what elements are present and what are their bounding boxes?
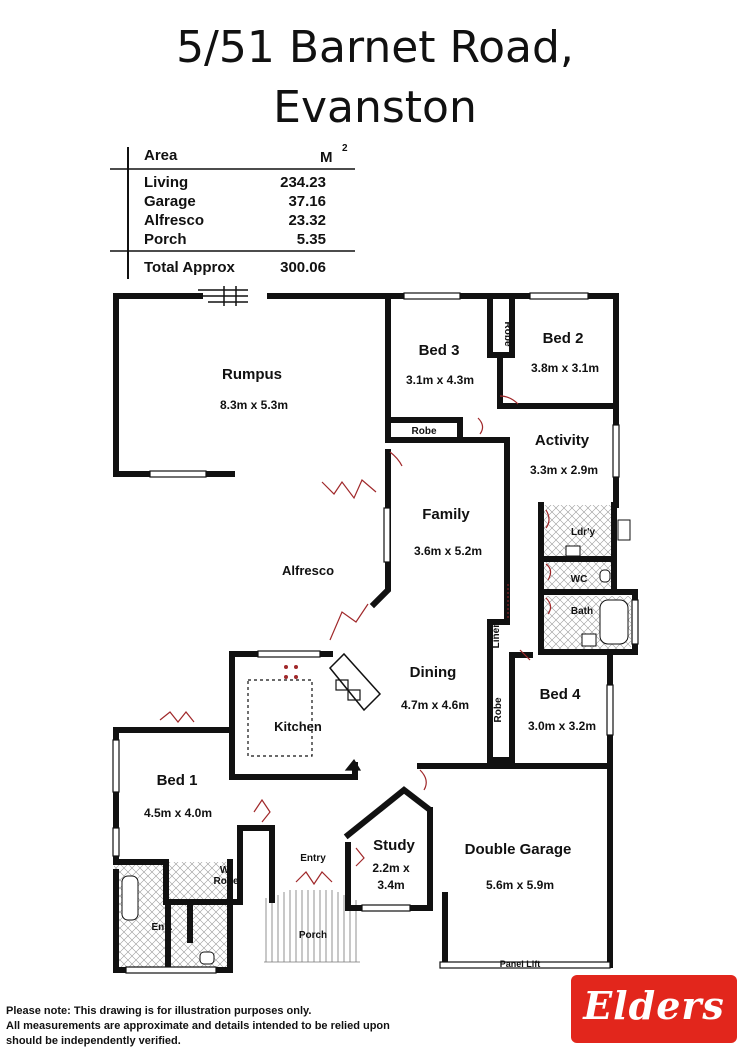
sliding-door-icon — [198, 286, 248, 306]
room-kitchen-name: Kitchen — [274, 719, 322, 734]
elders-logo: Elders — [571, 975, 737, 1043]
area-header-label: Area — [144, 147, 178, 164]
area-row-value: 234.23 — [280, 174, 326, 191]
disclaimer-line: Please note: This drawing is for illustr… — [6, 1005, 312, 1017]
room-labels: Rumpus 8.3m x 5.3m Bed 3 3.1m x 4.3m Bed… — [144, 322, 599, 970]
room-dining-name: Dining — [410, 664, 457, 681]
area-row-value: 23.32 — [288, 212, 326, 229]
room-wirobe-line2: Robe — [214, 876, 239, 887]
room-entry-name: Entry — [300, 853, 326, 864]
wet-area-fixtures — [121, 519, 631, 965]
room-bed3-dims: 3.1m x 4.3m — [406, 373, 474, 387]
bifold-door-icon — [159, 479, 531, 886]
room-dining-dims: 4.7m x 4.6m — [401, 698, 469, 712]
room-porch-name: Porch — [299, 930, 327, 941]
door-swings — [389, 395, 552, 791]
room-activity-name: Activity — [535, 432, 590, 449]
room-study-name: Study — [373, 837, 415, 854]
room-family-dims: 3.6m x 5.2m — [414, 544, 482, 558]
room-bed1-name: Bed 1 — [157, 772, 198, 789]
room-wc: WC — [571, 574, 588, 585]
room-robe-bed4: Robe — [493, 697, 504, 722]
area-row-label: Porch — [144, 231, 187, 248]
room-bed4-dims: 3.0m x 3.2m — [528, 719, 596, 733]
area-row-label: Living — [144, 174, 188, 191]
room-bed3-name: Bed 3 — [419, 342, 460, 359]
title-suburb-line: Evanston — [273, 82, 477, 133]
title-address-line: 5/51 Barnet Road, — [176, 22, 574, 73]
room-family-name: Family — [422, 506, 470, 523]
room-wirobe-line1: WI — [220, 865, 232, 876]
room-ensuite-name: Ens. — [151, 922, 172, 933]
room-rumpus-name: Rumpus — [222, 366, 282, 383]
room-rumpus-dims: 8.3m x 5.3m — [220, 398, 288, 412]
room-bath: Bath — [571, 606, 593, 617]
disclaimer-line: All measurements are approximate and det… — [6, 1020, 390, 1032]
panel-lift-label: Panel Lift — [500, 959, 541, 969]
area-total-label: Total Approx — [144, 259, 235, 276]
floor-plan: Area M 2 Living 234.23 Garage 37.16 Alfr… — [110, 143, 639, 974]
area-total-value: 300.06 — [280, 259, 326, 276]
room-bed2-dims: 3.8m x 3.1m — [531, 361, 599, 375]
elders-logo-text: Elders — [583, 983, 725, 1028]
room-bed4-name: Bed 4 — [540, 686, 582, 703]
room-robe-bed2: Robe — [502, 322, 513, 347]
area-row-label: Alfresco — [144, 212, 204, 229]
disclaimer-note: Please note: This drawing is for illustr… — [6, 1004, 464, 1049]
room-garage-dims: 5.6m x 5.9m — [486, 878, 554, 892]
porch-decking — [264, 890, 360, 963]
area-row-value: 5.35 — [297, 231, 326, 248]
area-row-value: 37.16 — [288, 193, 326, 210]
kitchen-fixtures — [247, 652, 382, 771]
room-bed1-dims: 4.5m x 4.0m — [144, 806, 212, 820]
room-study-dims-line1: 2.2m x — [372, 861, 410, 875]
area-table: Area M 2 Living 234.23 Garage 37.16 Alfr… — [110, 143, 355, 279]
room-linen: Linen — [491, 622, 502, 649]
page-title: 5/51 Barnet Road, Evanston — [0, 18, 750, 138]
area-row-label: Garage — [144, 193, 196, 210]
room-laundry: Ldr'y — [571, 527, 595, 538]
room-activity-dims: 3.3m x 2.9m — [530, 463, 598, 477]
area-header-unit-sup: 2 — [342, 143, 348, 154]
room-robe-bed3: Robe — [412, 426, 437, 437]
room-bed2-name: Bed 2 — [543, 330, 584, 347]
disclaimer-line: should be independently verified. — [6, 1035, 181, 1047]
room-alfresco-name: Alfresco — [282, 563, 334, 578]
area-header-unit: M — [320, 149, 333, 166]
room-study-dims-line2: 3.4m — [377, 878, 404, 892]
room-garage-name: Double Garage — [465, 841, 572, 858]
windows — [112, 292, 639, 974]
